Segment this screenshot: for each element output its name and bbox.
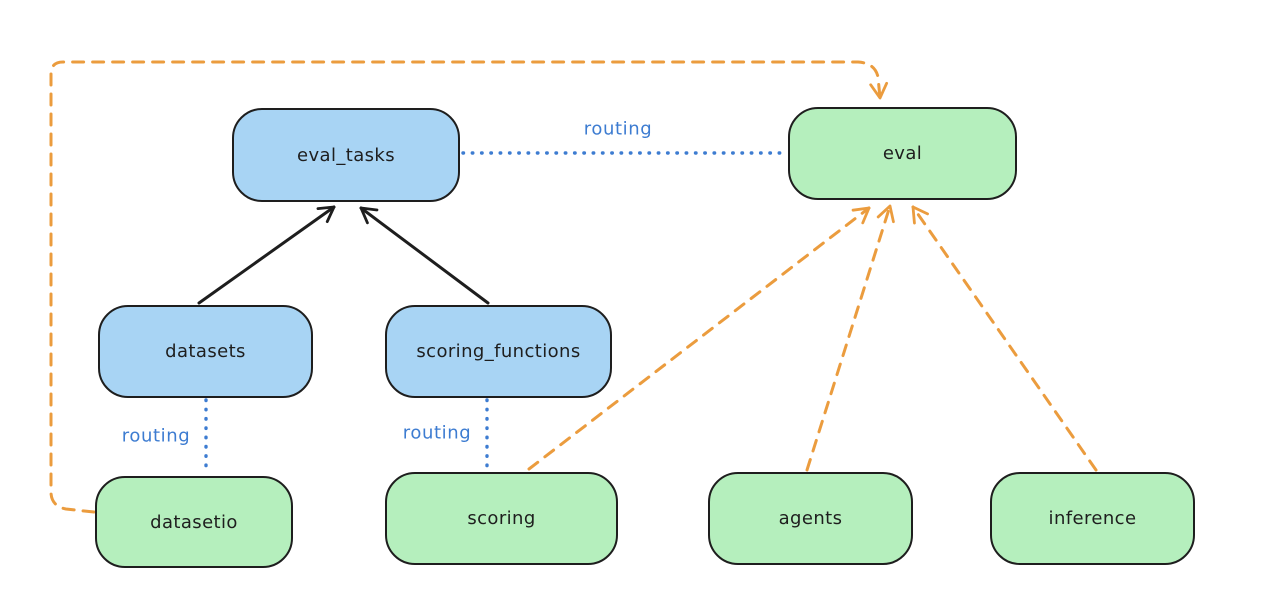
node-datasets: datasets (98, 305, 313, 398)
node-inference-label: inference (1048, 508, 1137, 529)
edge-agents-to-eval (805, 204, 895, 472)
node-datasets-label: datasets (165, 341, 246, 362)
node-datasetio-label: datasetio (150, 511, 238, 533)
node-agents: agents (708, 472, 913, 565)
node-datasetio: datasetio (95, 476, 293, 568)
edge-scoring-to-eval (527, 206, 871, 471)
routing-label-eval-tasks-eval: routing (583, 118, 653, 140)
node-eval-tasks-label: eval_tasks (296, 144, 396, 166)
routing-label-scoring-functions-scoring: routing (402, 422, 472, 444)
node-eval-label: eval (882, 143, 923, 164)
routing-label-datasets-datasetio: routing (121, 425, 191, 447)
edge-datasetio-to-eval-loop (49, 60, 889, 514)
edge-inference-to-eval (911, 205, 1098, 472)
node-inference: inference (990, 472, 1195, 565)
node-scoring: scoring (385, 472, 618, 565)
node-eval-tasks: eval_tasks (232, 108, 460, 202)
edge-scoring-functions-to-eval-tasks (359, 206, 490, 305)
node-scoring-functions: scoring_functions (385, 305, 612, 398)
edge-datasets-to-eval-tasks (197, 205, 336, 305)
node-scoring-label: scoring (467, 508, 536, 529)
node-scoring-functions-label: scoring_functions (416, 341, 581, 362)
node-eval: eval (788, 107, 1017, 200)
node-agents-label: agents (778, 508, 843, 529)
